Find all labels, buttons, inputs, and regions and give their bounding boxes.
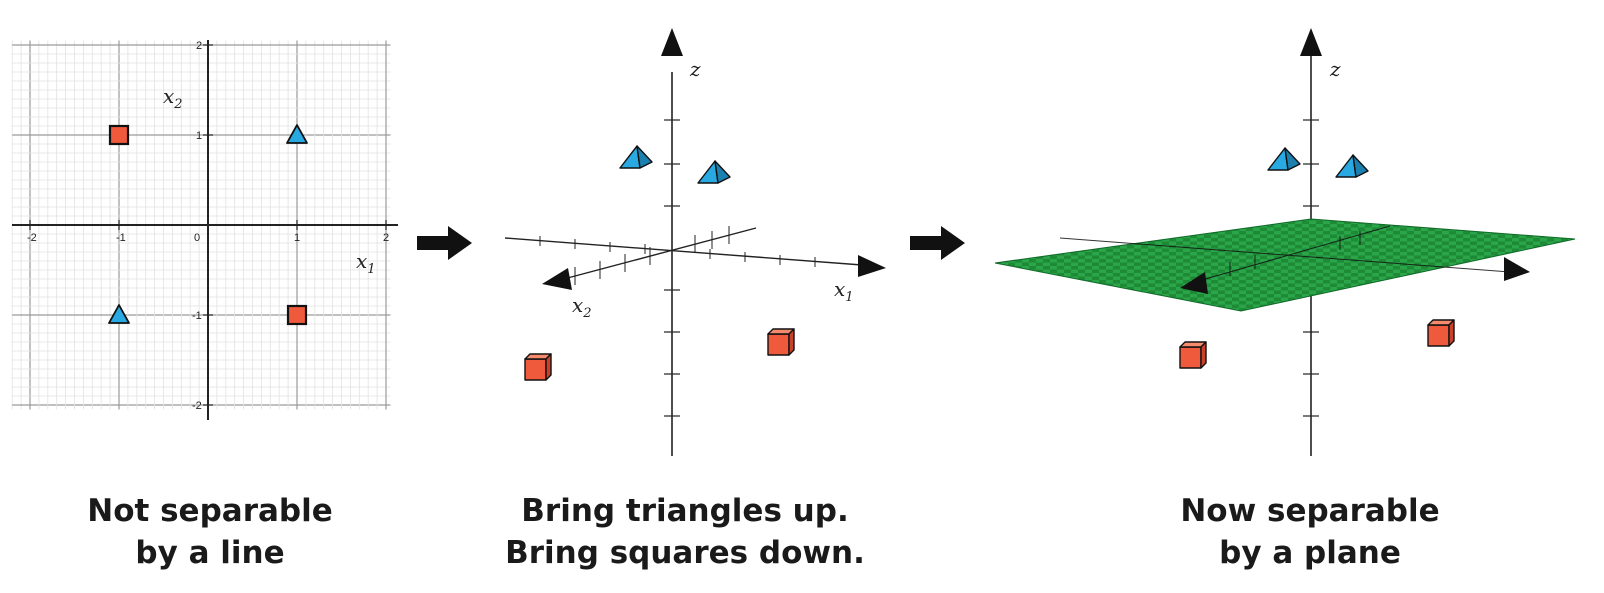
separating-plane	[994, 218, 1576, 312]
plane-axes	[1059, 225, 1511, 283]
square-point	[108, 124, 130, 146]
pyramid-marker	[1267, 147, 1301, 171]
arrow-right-icon	[910, 226, 965, 260]
caption-separable-by-plane: Now separable by a plane	[1110, 490, 1510, 574]
x2-tick-label: 2	[196, 40, 202, 52]
x2-axis-label: x2	[163, 84, 183, 112]
pyramid-marker	[697, 160, 731, 184]
cube-marker	[1179, 341, 1207, 369]
z-axis-arrowhead	[1300, 28, 1322, 56]
caption-line: Not separable	[87, 493, 333, 529]
panel-2d-plot: -2 -1 0 1 2 2 1 -1 -2 x1 x2	[11, 40, 398, 420]
caption-lift-points: Bring triangles up. Bring squares down.	[485, 490, 885, 574]
scatter-points	[108, 124, 308, 326]
cube-marker	[1427, 319, 1455, 347]
caption-line: by a plane	[1219, 535, 1401, 571]
x2-axis-arrowhead	[1180, 272, 1208, 294]
x2-tick-label: 1	[196, 130, 202, 142]
caption-line: by a line	[135, 535, 285, 571]
cube-marker	[767, 328, 795, 356]
z-axis-ticks	[1303, 119, 1319, 417]
panel-3d-plane: z	[994, 28, 1576, 456]
caption-line: Bring triangles up.	[521, 493, 849, 529]
square-point	[286, 304, 308, 326]
panel-3d-lifted: z x1 x2	[504, 28, 886, 456]
x2-axis-line	[559, 227, 757, 281]
caption-line: Now separable	[1180, 493, 1440, 529]
x1-axis-arrowhead	[858, 255, 886, 277]
x2-tick-label: -2	[192, 400, 202, 412]
x1-tick-label: 0	[194, 232, 200, 244]
x2-tick-label: -1	[192, 310, 202, 322]
x1-tick-label: 1	[294, 232, 300, 244]
x1-tick-label: -2	[27, 232, 37, 244]
x1-axis-ticks	[539, 236, 816, 267]
cube-marker	[524, 353, 552, 381]
triangle-point	[286, 124, 308, 144]
x1-axis-line	[504, 237, 863, 266]
x2-axis-label: x2	[572, 293, 592, 321]
z-axis-label: z	[689, 57, 701, 81]
pyramid-marker	[619, 145, 653, 169]
pyramid-marker	[1335, 154, 1369, 178]
z-axis-arrowhead	[661, 28, 683, 56]
x1-tick-label: 2	[383, 232, 389, 244]
x1-axis-label: x1	[356, 249, 376, 277]
caption-line: Bring squares down.	[505, 535, 865, 571]
z-axis-ticks	[664, 119, 680, 417]
caption-not-separable: Not separable by a line	[0, 490, 420, 574]
x1-axis-arrowhead	[1504, 257, 1530, 281]
triangle-point	[108, 304, 130, 324]
x2-axis-arrowhead	[542, 268, 572, 290]
arrow-right-icon	[417, 226, 472, 260]
axis-ticks: -2 -1 0 1 2 2 1 -1 -2	[27, 40, 389, 412]
x1-axis-label: x1	[834, 277, 854, 305]
z-axis-label: z	[1329, 57, 1341, 81]
x2-axis-ticks	[574, 226, 730, 285]
x1-tick-label: -1	[116, 232, 126, 244]
